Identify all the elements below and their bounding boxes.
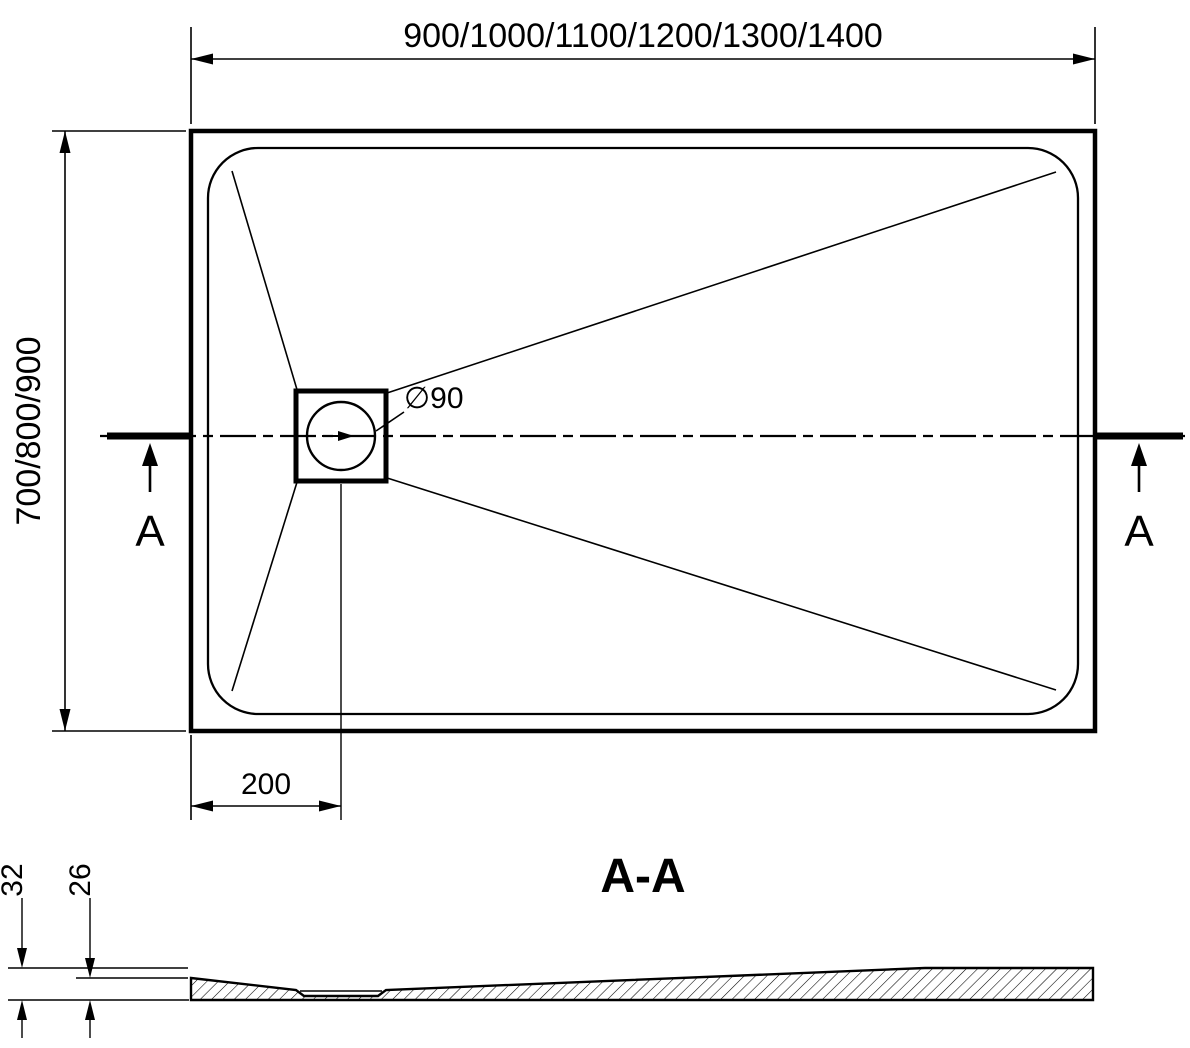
drain-offset-label: 200	[241, 768, 291, 801]
drain-center-arrowhead	[338, 431, 354, 441]
tray-outer-edge	[188, 128, 1098, 734]
section-marker-left: A	[135, 443, 165, 556]
tray-cross-section	[189, 966, 1095, 1002]
top-width-dimension: 900/1000/1100/1200/1300/1400	[190, 17, 1096, 124]
left-height-dimension: 700/800/900	[10, 130, 186, 732]
section-marker-right: A	[1124, 443, 1154, 556]
section-marker-left-label: A	[135, 507, 165, 556]
arrowhead-left	[191, 53, 213, 65]
slope-line-top-right	[383, 171, 1057, 395]
marker-arrowhead	[142, 443, 158, 466]
section-title: A-A	[600, 850, 685, 903]
section-marker-right-label: A	[1124, 507, 1154, 556]
section-view: A-A 32 26	[0, 850, 1095, 1038]
left-height-label: 700/800/900	[10, 336, 48, 525]
arrowhead-right	[319, 800, 341, 812]
section-total-height-label: 32	[0, 863, 29, 896]
slope-line-bottom-right	[383, 476, 1057, 691]
slope-line-top-left	[231, 170, 299, 394]
section-tray-height-dimension: 26	[64, 863, 97, 1038]
arrowhead-down	[85, 958, 95, 978]
tray-top-view	[188, 128, 1098, 734]
arrowhead-right	[1073, 53, 1095, 65]
top-width-label: 900/1000/1100/1200/1300/1400	[403, 17, 883, 55]
drain-frame	[293, 388, 389, 484]
drain-offset-dimension: 200	[190, 484, 342, 820]
arrowhead-down	[17, 948, 27, 968]
arrowhead-top	[59, 131, 71, 153]
arrowhead-up	[85, 1000, 95, 1020]
section-total-height-dimension: 32	[0, 863, 29, 1038]
arrowhead-left	[191, 800, 213, 812]
section-tray-height-label: 26	[64, 863, 97, 896]
slope-line-bottom-left	[231, 478, 299, 692]
drain-circle	[305, 400, 377, 472]
tray-inner-edge	[206, 146, 1080, 716]
drain: ∅90	[293, 382, 464, 484]
arrowhead-up	[17, 1000, 27, 1020]
diameter-leader-line	[375, 411, 405, 432]
drain-diameter-label: ∅90	[404, 382, 464, 415]
marker-arrowhead	[1131, 443, 1147, 466]
arrowhead-bottom	[59, 709, 71, 731]
